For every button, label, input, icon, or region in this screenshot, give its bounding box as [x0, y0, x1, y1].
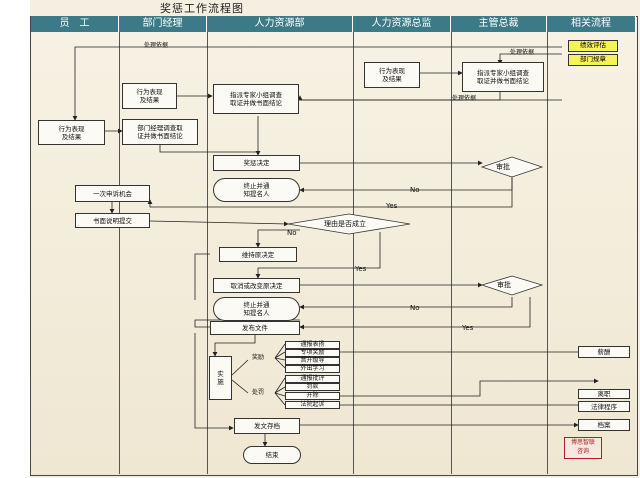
reason-valid-label: 理由是否成立: [324, 220, 366, 228]
no-label: No: [410, 304, 420, 312]
dept-investigation-box: 部门经理调查取 证并做书面结论: [122, 119, 198, 145]
director-behavior-box: 行为表现 及结果: [364, 62, 420, 88]
company-seal: 博思智联 咨询: [564, 437, 602, 459]
reward-decision-box: 奖惩决定: [213, 155, 300, 171]
hr-investigation-box: 指派专家小组调查 取证并做书面结论: [213, 84, 299, 114]
punish-item: 罚款: [285, 383, 340, 391]
page-title: 奖惩工作流程图: [160, 2, 244, 15]
connector: [231, 379, 249, 394]
label-basis: 处理依据: [144, 42, 169, 49]
lane-hr-director: 人力资源总监: [353, 16, 451, 32]
publish-file-box: 发布文件: [210, 321, 300, 335]
note-dept-rules: 部门规章: [568, 54, 618, 66]
connector: [299, 297, 531, 330]
related-archive-box: 档案: [578, 419, 630, 431]
connector: [340, 378, 599, 397]
punish-item: 开除: [285, 392, 340, 400]
connector: [274, 351, 286, 359]
connector: [299, 297, 513, 310]
connector: [274, 392, 286, 397]
lane-divider: [353, 32, 354, 474]
connector: [149, 220, 289, 227]
lane-ceo: 主管总裁: [451, 16, 547, 32]
terminate-notice-box: 终止并通 知提名人: [213, 297, 300, 321]
connector: [255, 232, 381, 279]
punish-label: 处罚: [252, 389, 265, 396]
related-leave-box: 离职: [578, 389, 630, 399]
reward-item: 外出学习: [285, 365, 340, 373]
connector: [212, 335, 256, 357]
reward-item: 专项奖励: [285, 349, 340, 357]
approval-diamond-2: [480, 275, 544, 296]
lane-divider: [207, 32, 208, 474]
left-margin: [0, 0, 30, 478]
punish-item: 法院起诉: [285, 401, 340, 409]
no-label: No: [287, 229, 297, 237]
connector: [299, 175, 513, 193]
connector: [259, 99, 562, 112]
lane-hr: 人力资源部: [207, 16, 353, 32]
employee-behavior-box: 行为表现 及结果: [38, 120, 105, 145]
terminate-notice-box: 终止并通 知提名人: [213, 178, 300, 202]
connector: [72, 46, 562, 121]
connector: [497, 53, 562, 65]
archive-box: 发文存档: [234, 418, 300, 434]
label-basis: 处理依据: [452, 95, 477, 102]
keep-decision-box: 维持原决定: [219, 247, 297, 262]
reward-item: 通报表扬: [285, 341, 340, 349]
dept-behavior-box: 行为表现 及结果: [122, 83, 177, 109]
implement-box: 实 施: [209, 356, 232, 400]
connector: [147, 175, 513, 208]
approval-label: 审批: [497, 281, 511, 289]
connector: [194, 253, 210, 300]
lane-employee: 员 工: [31, 16, 119, 32]
yes-label: Yes: [355, 265, 367, 273]
appeal-box: 一次申诉机会: [75, 185, 150, 202]
end-terminal: 结束: [243, 446, 301, 464]
connector: [231, 359, 249, 376]
lane-related: 相关流程: [547, 16, 636, 32]
yes-label: Yes: [386, 202, 398, 210]
connector: [274, 357, 286, 369]
lane-dept-manager: 部门经理: [119, 16, 207, 32]
connector: [274, 386, 286, 394]
written-appeal-box: 书面说明提交: [75, 213, 150, 228]
related-salary-box: 薪酬: [578, 346, 630, 358]
label-basis: 处理依据: [510, 49, 535, 56]
connector: [194, 333, 234, 431]
connector: [297, 92, 501, 101]
decision-diamond: [287, 213, 411, 235]
connector: [274, 343, 286, 359]
approval-label: 审批: [496, 163, 510, 171]
yes-label: Yes: [462, 324, 474, 332]
connector: [255, 229, 300, 248]
lane-divider: [547, 32, 548, 474]
connector: [274, 377, 286, 394]
lane-divider: [119, 32, 120, 474]
approval-diamond-1: [480, 156, 544, 178]
lane-divider: [451, 32, 452, 474]
reward-item: 晋升级导: [285, 357, 340, 365]
connector: [274, 357, 286, 361]
punish-item: 通报批评: [285, 375, 340, 383]
no-label: No: [410, 186, 420, 194]
change-decision-box: 取消或改变原决定: [213, 278, 300, 293]
connector: [159, 145, 258, 153]
note-performance: 绩效评估: [568, 40, 618, 52]
reward-label: 奖励: [252, 354, 265, 361]
related-legal-box: 法律程序: [578, 401, 630, 412]
connector: [274, 392, 286, 406]
ceo-investigation-box: 指派专家小组调查 取证并做书面结论: [462, 62, 544, 92]
